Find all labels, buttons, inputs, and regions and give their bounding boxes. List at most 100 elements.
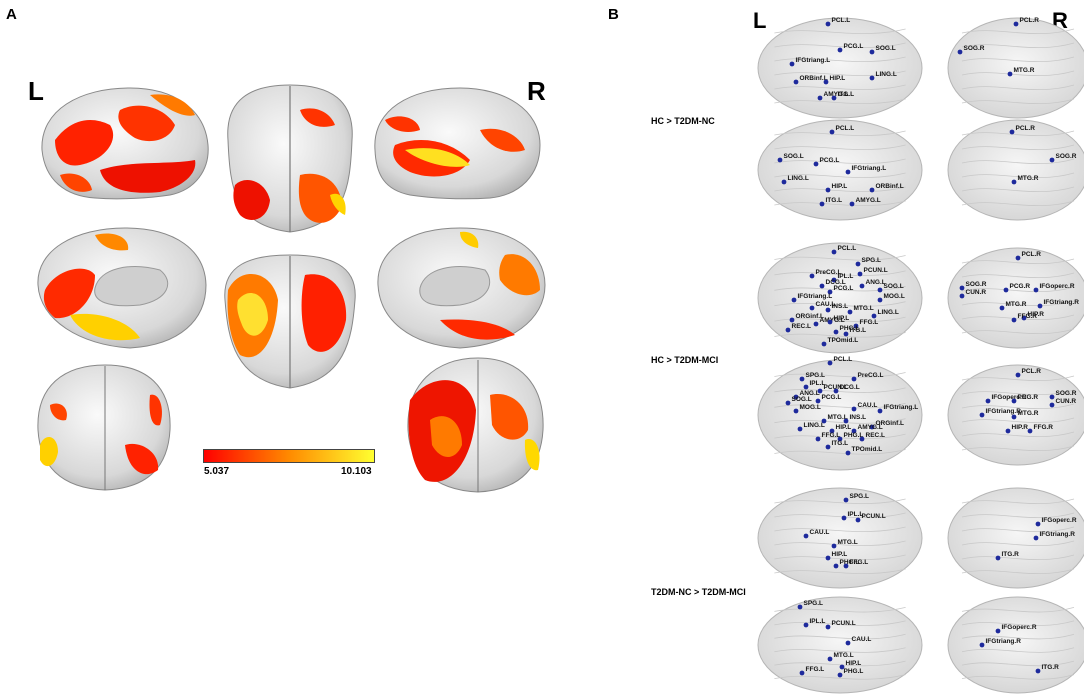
gyrus-line [961, 445, 1075, 452]
gyrus-line [961, 431, 1075, 438]
gyrus-line [961, 28, 1075, 35]
node-ffg-r [1027, 428, 1033, 434]
node-ipl-l [803, 384, 809, 390]
node-label: IFGtriang.L [796, 57, 831, 64]
node-label: SPG.L [804, 600, 824, 607]
node-label: SPG.L [862, 257, 882, 264]
node-ifgoperc-r [1033, 287, 1039, 293]
gyrus-line [961, 286, 1075, 293]
node-label: CAU.L [858, 402, 878, 409]
node-label: MTG.R [1018, 175, 1039, 182]
node-label: TPOmid.L [852, 446, 883, 453]
node-hip-l [827, 319, 833, 325]
gyrus-line [774, 144, 906, 150]
gyrus-line [961, 647, 1075, 653]
node-pcl-l [831, 249, 837, 255]
node-hip-l [825, 187, 831, 193]
node-label: DCG.L [840, 384, 860, 391]
node-hip-l [829, 428, 835, 434]
node-pcun-l [817, 388, 823, 394]
colorbar-min-label: 5.037 [204, 466, 230, 477]
node-sog-r [1049, 157, 1055, 163]
panel-a-letter: A [6, 6, 17, 23]
node-label: ITG.R [1042, 664, 1060, 671]
node-label: IFGtriang.R [1040, 531, 1076, 538]
node-label: PCG.L [822, 394, 842, 401]
gyrus-line [961, 70, 1075, 77]
node-label: MOG.L [884, 293, 905, 300]
node-label: HIP.L [830, 75, 846, 82]
node-spg-l [855, 261, 861, 267]
node-label: ORGinf.L [876, 420, 905, 427]
node-ifgtriang-r [979, 412, 985, 418]
node-pcun-l [857, 271, 863, 277]
gyrus-line [774, 42, 906, 48]
node-pcl-r [1009, 129, 1015, 135]
node-label: IFGtriang.L [884, 404, 919, 411]
node-precg-l [809, 273, 815, 279]
node-label: SOG.R [1056, 153, 1077, 160]
node-pcg-l [815, 398, 821, 404]
node-label: PCUN.L [832, 620, 856, 627]
activation-brain-renders [37, 84, 546, 493]
gyrus-line [774, 158, 906, 164]
glass-brain [947, 596, 1084, 694]
node-itg-l [843, 331, 849, 337]
node-label: IFGtriang.L [798, 293, 833, 300]
glass-brain [757, 359, 923, 471]
gyrus-line [961, 403, 1075, 410]
node-label: IFGtriang.R [1044, 299, 1080, 306]
node-label: MTG.L [838, 539, 858, 546]
node-label: PCL.L [838, 245, 857, 252]
node-cun-r [1049, 402, 1055, 408]
node-ipl-l [803, 622, 809, 628]
node-label: ORBinf.L [800, 75, 828, 82]
gyrus-line [774, 647, 906, 653]
node-phg-l [833, 563, 839, 569]
gyrus-line [774, 255, 906, 261]
node-label: IFGoperc.R [992, 394, 1027, 401]
node-spg-l [843, 497, 849, 503]
brain-right-medial [377, 227, 546, 349]
node-mtg-l [827, 656, 833, 662]
node-label: PCG.R [1018, 394, 1039, 401]
node-itg-l [831, 95, 837, 101]
node-sog-l [785, 400, 791, 406]
gyrus-line [961, 84, 1075, 91]
node-pcl-l [827, 360, 833, 366]
node-label: INS.L [850, 414, 867, 421]
node-label: PHG.L [844, 668, 864, 675]
gyrus-line [774, 301, 906, 307]
node-phg-l [837, 672, 843, 678]
gyrus-line [961, 200, 1075, 207]
node-label: MTG.L [854, 305, 874, 312]
node-pcl-l [825, 21, 831, 27]
node-label: SPG.L [806, 372, 826, 379]
node-label: PCG.R [1010, 283, 1031, 290]
node-label: HIP.L [832, 551, 848, 558]
glass-brain [757, 242, 923, 354]
node-label: IPL.L [810, 380, 826, 387]
node-rec-l [859, 436, 865, 442]
node-sog-l [869, 49, 875, 55]
node-label: LING.L [788, 175, 809, 182]
node-pcg-l [813, 161, 819, 167]
node-cau-l [851, 406, 857, 412]
node-label: REC.L [866, 432, 886, 439]
gyrus-line [961, 660, 1075, 667]
node-ffg-r [1011, 317, 1017, 323]
gyrus-line [961, 568, 1075, 575]
node-hip-l [825, 555, 831, 561]
node-mog-l [793, 408, 799, 414]
node-ifgtriang-l [845, 169, 851, 175]
node-cau-l [803, 533, 809, 539]
node-mtg-r [1007, 71, 1013, 77]
gyrus-line [774, 633, 906, 640]
gyrus-line [774, 186, 906, 192]
gyrus-line [961, 130, 1075, 137]
node-label: IFGtriang.L [852, 165, 887, 172]
glass-brain [947, 487, 1084, 589]
node-ins-l [825, 307, 831, 313]
gyrus-line [961, 158, 1075, 165]
